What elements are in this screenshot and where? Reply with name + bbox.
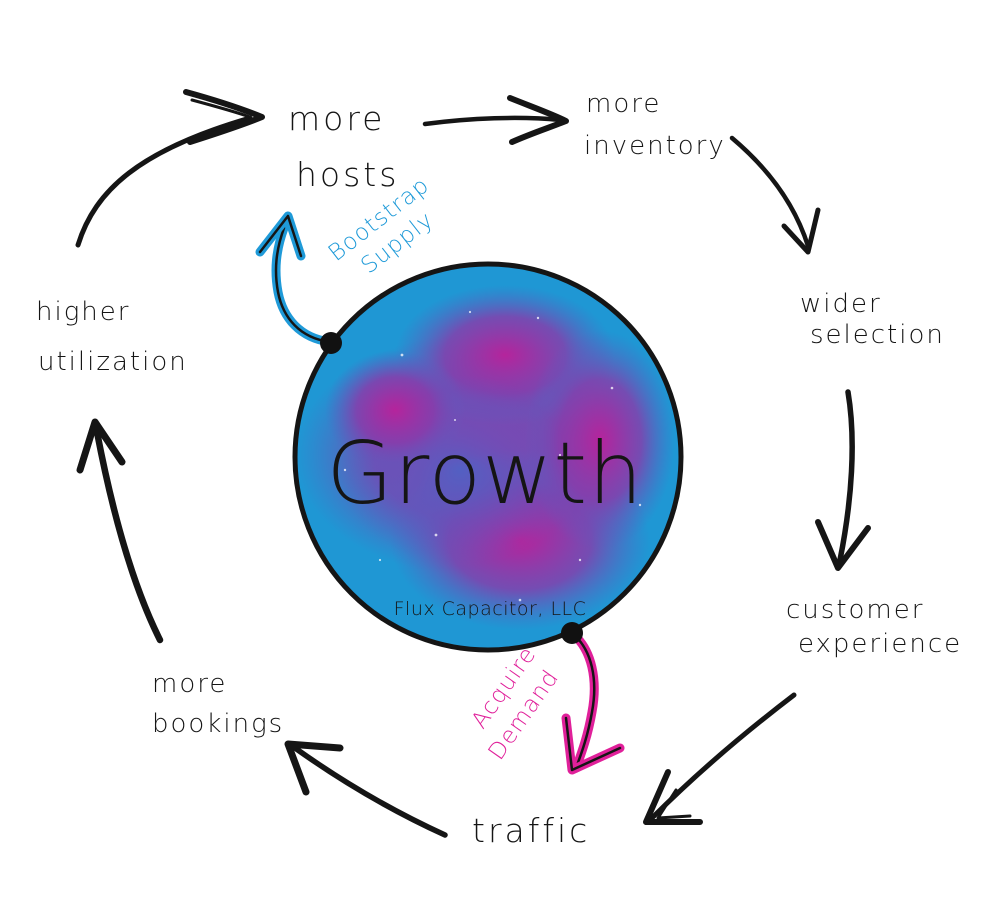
acquire-demand-anchor (561, 622, 583, 644)
arrow-selection-to-experience (815, 389, 871, 571)
stage-higher-utilization: higher utilization (36, 297, 188, 377)
stage-customer-experience: customer experience (786, 595, 962, 659)
arrow-experience-to-traffic (643, 692, 797, 825)
stage-traffic-line1: traffic (472, 811, 590, 850)
bootstrap-supply-arrow (255, 211, 335, 347)
stage-customer-experience-line1: customer (786, 595, 924, 625)
company-label: Flux Capacitor, LLC (394, 598, 587, 620)
stage-higher-utilization-line1: higher (36, 297, 130, 327)
growth-label: Growth (326, 424, 643, 524)
stage-more-inventory: more inventory (584, 89, 726, 161)
arrow-inventory-to-selection (729, 135, 821, 255)
stage-wider-selection-line1: wider (800, 289, 882, 319)
stage-more-hosts: more hosts (288, 99, 399, 194)
stage-customer-experience-line2: experience (798, 629, 962, 659)
arrow-traffic-to-bookings (284, 740, 448, 838)
bootstrap-supply-anchor (320, 332, 342, 354)
stage-traffic: traffic (472, 811, 590, 850)
stage-more-hosts-line1: more (288, 99, 385, 138)
stage-wider-selection-line2: selection (810, 320, 945, 350)
globe-stars (343, 310, 642, 602)
arrow-bookings-to-utilization (76, 418, 164, 644)
stage-more-inventory-line1: more (586, 89, 661, 119)
stage-more-inventory-line2: inventory (584, 131, 726, 161)
stage-more-bookings: more bookings (152, 669, 284, 739)
stage-higher-utilization-line2: utilization (38, 347, 188, 377)
arrow-hosts-to-inventory (422, 95, 569, 145)
stage-wider-selection: wider selection (800, 289, 945, 350)
arrow-utilization-to-hosts (75, 89, 265, 248)
acquire-demand-arrow (561, 629, 625, 775)
stage-more-bookings-line2: bookings (152, 709, 284, 739)
stage-more-bookings-line1: more (152, 669, 227, 699)
growth-globe (292, 261, 684, 653)
stage-more-hosts-line2: hosts (296, 155, 399, 194)
